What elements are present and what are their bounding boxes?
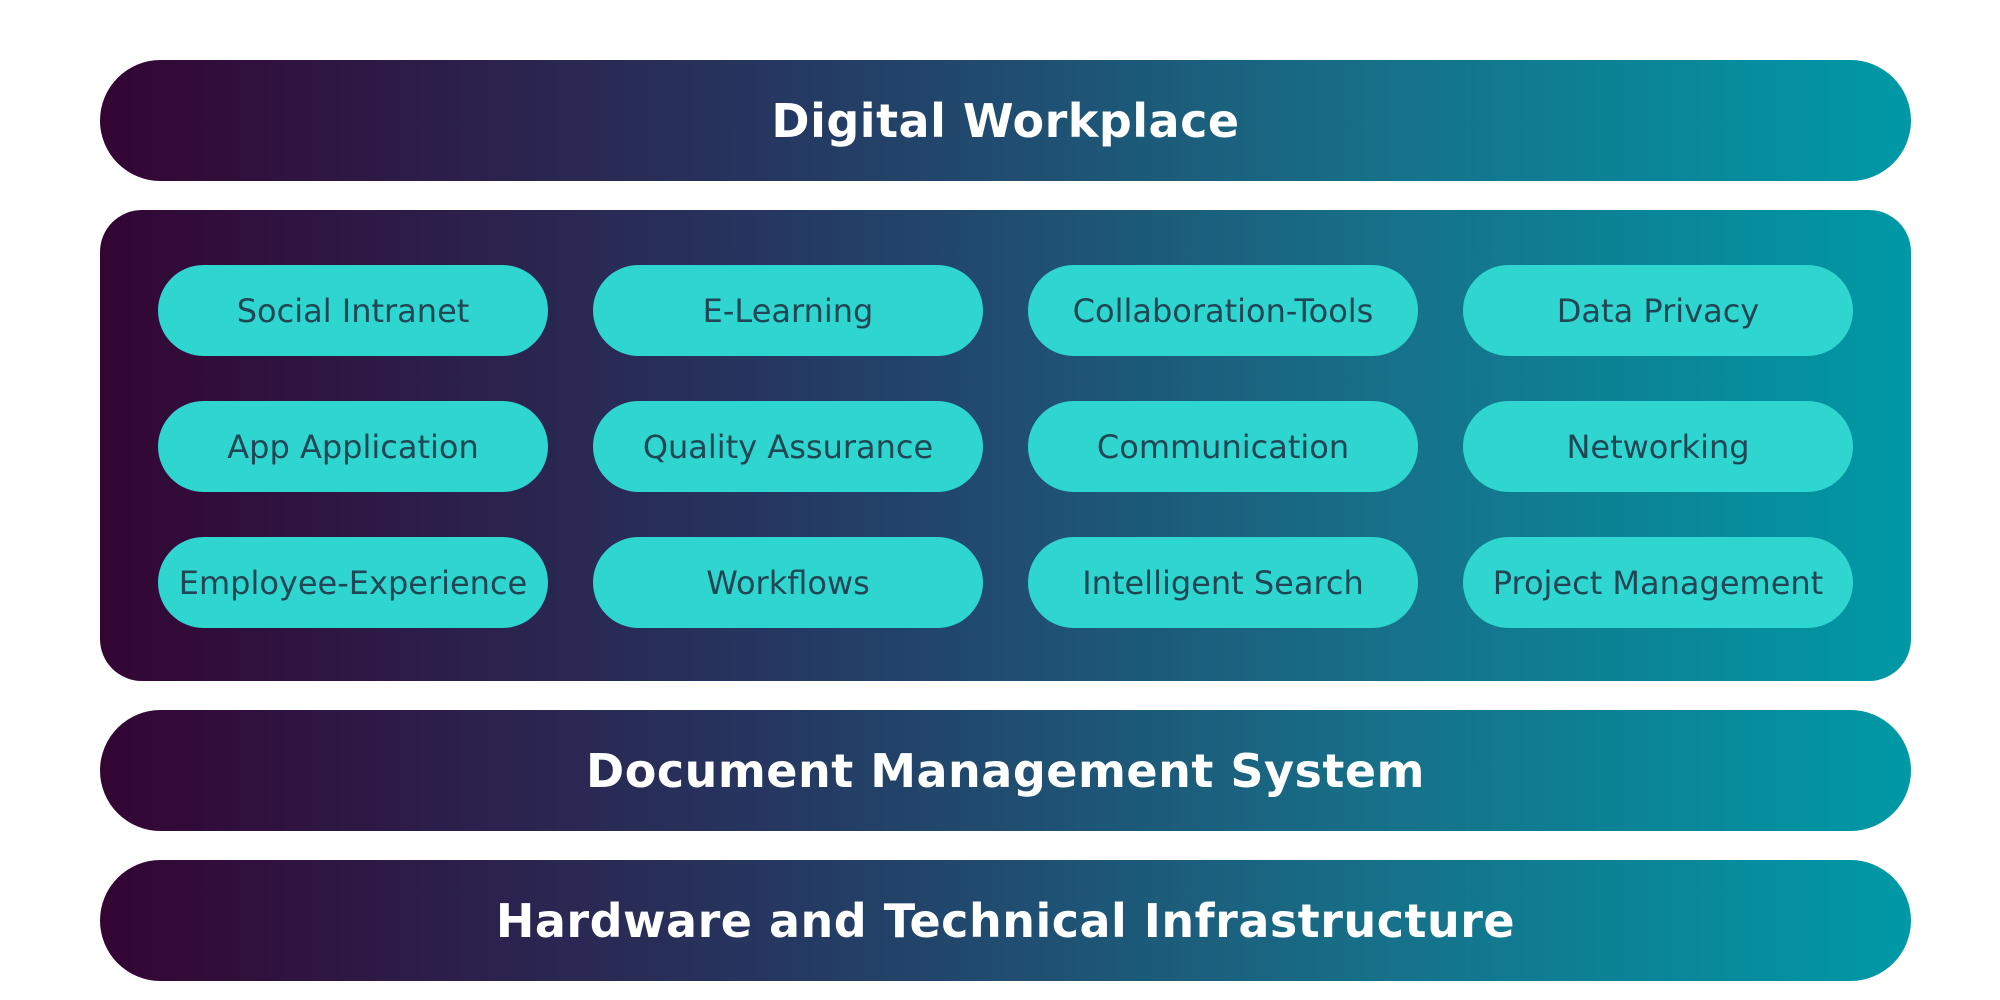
- module-data-privacy: Data Privacy: [1463, 265, 1853, 356]
- module-quality-assurance: Quality Assurance: [593, 401, 983, 492]
- module-e-learning: E-Learning: [593, 265, 983, 356]
- module-app-application: App Application: [158, 401, 548, 492]
- module-social-intranet: Social Intranet: [158, 265, 548, 356]
- module-communication: Communication: [1028, 401, 1418, 492]
- document-management-band: Document Management System: [100, 710, 1911, 831]
- module-collaboration-tools: Collaboration-Tools: [1028, 265, 1418, 356]
- module-employee-experience: Employee-Experience: [158, 537, 548, 628]
- modules-grid: Social Intranet E-Learning Collaboration…: [158, 265, 1853, 628]
- digital-workplace-label: Digital Workplace: [771, 93, 1240, 148]
- modules-panel: Social Intranet E-Learning Collaboration…: [100, 210, 1911, 681]
- module-project-management: Project Management: [1463, 537, 1853, 628]
- digital-workplace-band: Digital Workplace: [100, 60, 1911, 181]
- infrastructure-label: Hardware and Technical Infrastructure: [495, 893, 1516, 948]
- module-networking: Networking: [1463, 401, 1853, 492]
- infrastructure-band: Hardware and Technical Infrastructure: [100, 860, 1911, 981]
- module-intelligent-search: Intelligent Search: [1028, 537, 1418, 628]
- document-management-label: Document Management System: [586, 743, 1425, 798]
- module-workflows: Workflows: [593, 537, 983, 628]
